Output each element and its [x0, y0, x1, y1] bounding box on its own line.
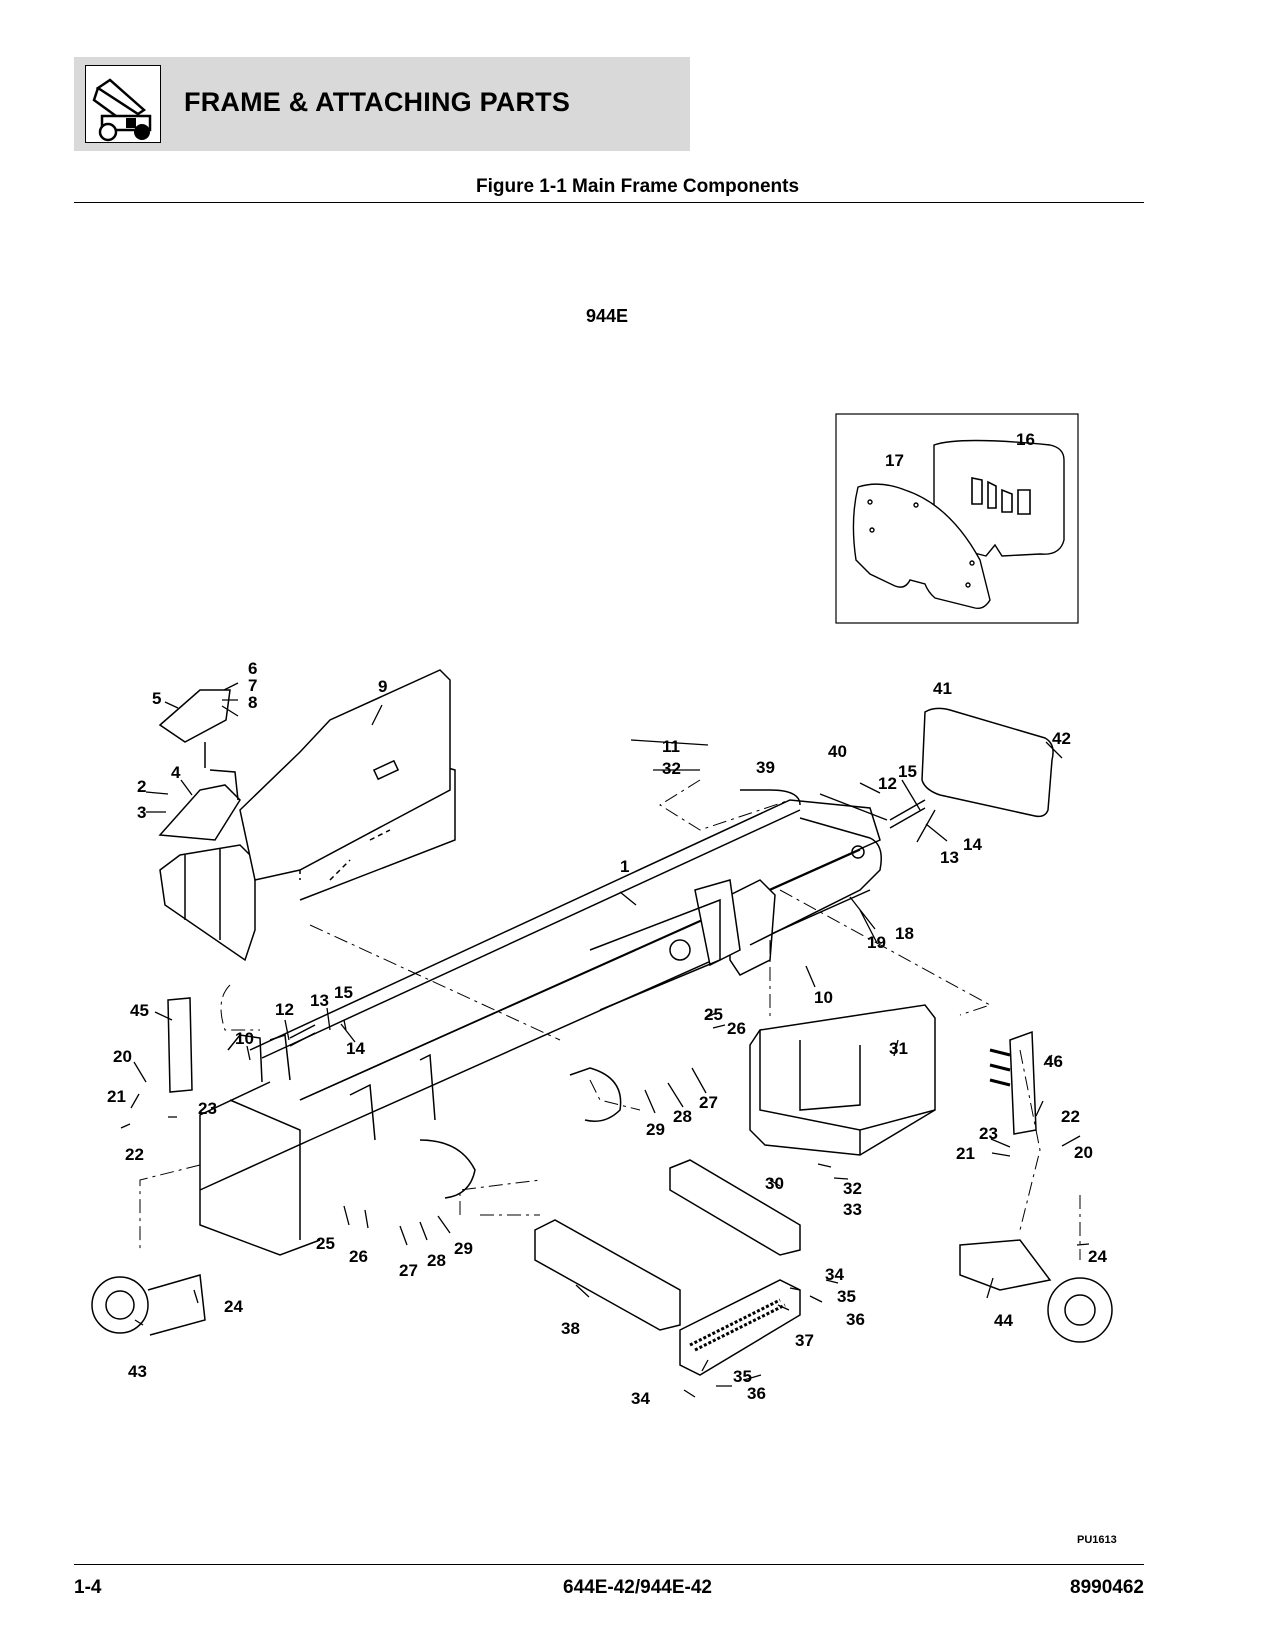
callout-8: 8: [248, 693, 257, 712]
callout-43: 43: [128, 1362, 147, 1381]
callout-37: 37: [795, 1331, 814, 1350]
callout-34: 34: [825, 1265, 844, 1284]
callout-25: 25: [704, 1005, 723, 1024]
header-banner: FRAME & ATTACHING PARTS: [74, 57, 690, 151]
callout-36: 36: [747, 1384, 766, 1403]
callout-21: 21: [107, 1087, 126, 1106]
callout-28: 28: [673, 1107, 692, 1126]
callout-23: 23: [198, 1099, 217, 1118]
callout-29: 29: [454, 1239, 473, 1258]
callout-15: 15: [334, 983, 353, 1002]
callout-27: 27: [399, 1261, 418, 1280]
axle-44: [959, 1239, 1113, 1343]
callout-13: 13: [940, 848, 959, 867]
callout-3: 3: [137, 803, 146, 822]
callout-1: 1: [620, 857, 629, 876]
callout-44: 44: [994, 1311, 1013, 1330]
callout-12: 12: [275, 1000, 294, 1019]
callout-41: 41: [933, 679, 952, 698]
dashed-guides: [139, 779, 1081, 1260]
callout-22: 22: [1061, 1107, 1080, 1126]
callout-16: 16: [1016, 430, 1035, 449]
callout-38: 38: [561, 1319, 580, 1338]
callout-35: 35: [733, 1367, 752, 1386]
callout-14: 14: [963, 835, 982, 854]
callout-18: 18: [895, 924, 914, 943]
callout-35: 35: [837, 1287, 856, 1306]
callout-6: 6: [248, 659, 257, 678]
callout-21: 21: [956, 1144, 975, 1163]
callout-32: 32: [843, 1179, 862, 1198]
callout-34: 34: [631, 1389, 650, 1408]
callout-labels: 16 17 1 2 3 4 5 6 7 8 9 10 10 11 12 12 1…: [107, 430, 1107, 1408]
drawing-number: PU1613: [1077, 1534, 1117, 1546]
callout-14: 14: [346, 1039, 365, 1058]
callout-23: 23: [979, 1124, 998, 1143]
callout-12: 12: [878, 774, 897, 793]
axle-43: [91, 1274, 206, 1336]
callout-45: 45: [130, 1001, 149, 1020]
callout-2: 2: [137, 777, 146, 796]
callout-42: 42: [1052, 729, 1071, 748]
model-label: 944E: [586, 306, 629, 326]
footer-part-number: 8990462: [1070, 1577, 1144, 1598]
callout-10: 10: [814, 988, 833, 1007]
callout-15: 15: [898, 762, 917, 781]
callout-32: 32: [662, 759, 681, 778]
callout-10: 10: [235, 1029, 254, 1048]
inset-panels: [835, 413, 1079, 624]
callout-5: 5: [152, 689, 161, 708]
callout-27: 27: [699, 1093, 718, 1112]
callout-29: 29: [646, 1120, 665, 1139]
callout-7: 7: [248, 676, 257, 695]
callout-20: 20: [113, 1047, 132, 1066]
callout-17: 17: [885, 451, 904, 470]
callout-31: 31: [889, 1039, 908, 1058]
callout-39: 39: [756, 758, 775, 777]
page-title: FRAME & ATTACHING PARTS: [184, 87, 571, 117]
loader-machine-icon: [85, 65, 161, 143]
callout-26: 26: [349, 1247, 368, 1266]
callout-25: 25: [316, 1234, 335, 1253]
callout-leaders: [120, 682, 1090, 1398]
callout-30: 30: [765, 1174, 784, 1193]
top-divider: [74, 202, 1144, 203]
callout-36: 36: [846, 1310, 865, 1329]
callout-28: 28: [427, 1251, 446, 1270]
callout-11: 11: [662, 737, 680, 756]
page-number: 1-4: [74, 1577, 102, 1598]
callout-19: 19: [867, 933, 886, 952]
callout-20: 20: [1074, 1143, 1093, 1162]
callout-4: 4: [171, 763, 181, 782]
callout-26: 26: [727, 1019, 746, 1038]
callout-13: 13: [310, 991, 329, 1010]
callout-24: 24: [1088, 1247, 1107, 1266]
callout-46: 46: [1044, 1052, 1063, 1071]
callout-22: 22: [125, 1145, 144, 1164]
figure-caption: Figure 1-1 Main Frame Components: [475, 176, 800, 197]
callout-33: 33: [843, 1200, 862, 1219]
callout-40: 40: [828, 742, 847, 761]
bottom-divider: [74, 1564, 1144, 1565]
callout-24: 24: [224, 1297, 243, 1316]
footer-models: 644E-42/944E-42: [563, 1577, 712, 1598]
main-frame-drawing: [91, 669, 1113, 1376]
callout-9: 9: [378, 677, 387, 696]
